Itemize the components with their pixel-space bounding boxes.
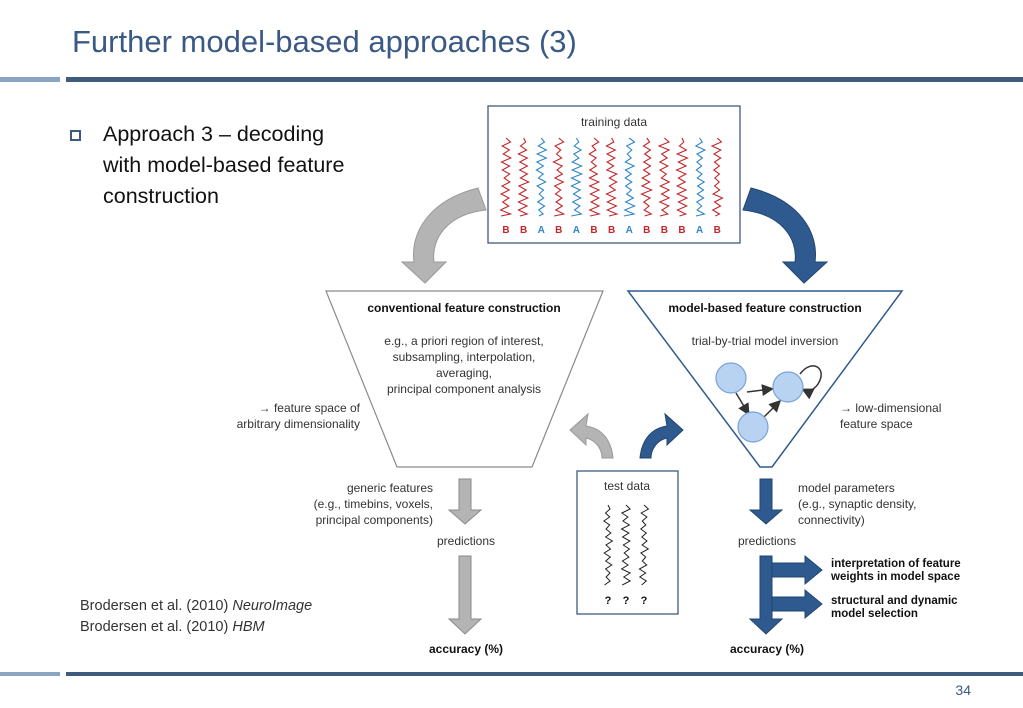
- training-trial-label: B: [643, 225, 650, 236]
- conventional-body-1: e.g., a priori region of interest,: [384, 334, 543, 348]
- model-based-accuracy-label: accuracy (%): [730, 642, 804, 656]
- interpretation-arrow: [771, 554, 823, 586]
- training-waveform: [657, 137, 671, 217]
- training-trial-label: A: [538, 225, 545, 236]
- training-waveform: [517, 137, 531, 217]
- training-trial-label: B: [590, 225, 597, 236]
- test-waveforms: [603, 504, 650, 586]
- training-trial-label: B: [502, 225, 509, 236]
- conventional-side-2: arbitrary dimensionality: [237, 417, 360, 431]
- training-waveforms: [499, 137, 724, 217]
- conventional-body-4: principal component analysis: [387, 382, 541, 396]
- interpretation-line-1: interpretation of feature: [831, 558, 961, 570]
- conventional-output-3: principal components): [316, 513, 433, 527]
- model-node-2: [772, 371, 804, 403]
- training-trial-label: B: [555, 225, 562, 236]
- page-number: 34: [955, 682, 971, 698]
- model-based-output-1: model parameters: [798, 481, 895, 495]
- training-trial-label: B: [608, 225, 615, 236]
- model-based-output-3: connectivity): [798, 513, 865, 527]
- model-self-loop: [799, 365, 822, 400]
- conventional-accuracy-label: accuracy (%): [429, 642, 503, 656]
- training-trial-label: B: [661, 225, 668, 236]
- conventional-down-arrow-1: [447, 478, 483, 525]
- model-edge-2: [735, 392, 750, 416]
- header-rule: [66, 77, 1023, 82]
- test-waveform: [620, 504, 632, 586]
- model-based-side-2: feature space: [840, 417, 913, 431]
- conventional-output-2: (e.g., timebins, voxels,: [314, 497, 433, 511]
- bullet-text: Approach 3 – decoding with model-based f…: [103, 119, 344, 212]
- training-waveform: [623, 137, 637, 217]
- model-node-3: [737, 411, 769, 443]
- training-waveform: [499, 137, 513, 217]
- footer-rule: [66, 672, 1023, 676]
- conventional-side-1: → feature space of: [259, 401, 361, 415]
- model-node-1: [715, 362, 747, 394]
- conventional-output-1: generic features: [347, 481, 433, 495]
- model-based-title: model-based feature construction: [668, 301, 861, 315]
- test-label-2: ?: [623, 595, 630, 607]
- test-label-1: ?: [605, 595, 612, 607]
- bullet-line-3: construction: [103, 184, 219, 208]
- training-waveform: [569, 137, 584, 217]
- training-waveform: [675, 137, 689, 217]
- model-based-feature-funnel: [626, 290, 904, 468]
- conventional-title: conventional feature construction: [367, 301, 560, 315]
- model-based-body: trial-by-trial model inversion: [692, 334, 839, 348]
- test-label-3: ?: [641, 595, 648, 607]
- training-waveform: [710, 137, 724, 217]
- training-data-box: [487, 105, 741, 244]
- test-data-label: test data: [604, 479, 650, 493]
- test-waveform: [638, 504, 650, 586]
- conventional-feature-funnel: [325, 290, 604, 468]
- training-waveform: [588, 137, 602, 217]
- training-trial-label: B: [714, 225, 721, 236]
- training-waveform: [694, 137, 707, 217]
- training-trial-label: A: [573, 225, 580, 236]
- model-based-side-1: → low-dimensional: [840, 401, 941, 415]
- selection-line-2: model selection: [831, 608, 918, 620]
- conventional-predictions-label: predictions: [437, 534, 495, 548]
- bullet-line-2: with model-based feature: [103, 153, 345, 177]
- interpretation-line-2: weights in model space: [830, 571, 960, 583]
- training-trial-label: A: [696, 225, 703, 236]
- to-model-based-arrow: [742, 187, 829, 284]
- conventional-body-3: averaging,: [436, 366, 492, 380]
- model-based-predictions-label: predictions: [738, 534, 796, 548]
- model-edge-3: [762, 399, 782, 419]
- conventional-down-arrow-2: [447, 555, 483, 635]
- bullet-square-icon: [70, 130, 81, 141]
- training-waveform: [605, 137, 619, 217]
- test-to-conventional-arrow: [569, 412, 614, 459]
- selection-line-1: structural and dynamic: [831, 595, 958, 607]
- test-to-model-based-arrow: [639, 412, 684, 459]
- training-trial-label: B: [520, 225, 527, 236]
- conventional-body-2: subsampling, interpolation,: [393, 350, 536, 364]
- training-trial-label: B: [678, 225, 685, 236]
- slide-title: Further model-based approaches (3): [72, 24, 577, 59]
- training-waveform: [640, 137, 654, 217]
- training-waveform: [535, 137, 548, 217]
- training-data-label: training data: [581, 115, 647, 129]
- bullet-line-1: Approach 3 – decoding: [103, 122, 325, 146]
- reference-2: Brodersen et al. (2010) HBM: [80, 619, 265, 635]
- reference-1: Brodersen et al. (2010) NeuroImage: [80, 598, 313, 614]
- model-edge-1: [746, 384, 774, 397]
- header-rule-accent: [0, 77, 60, 82]
- to-conventional-arrow: [400, 187, 487, 284]
- model-based-down-arrow-1: [748, 478, 784, 525]
- test-waveform: [603, 504, 614, 586]
- training-trial-label: A: [626, 225, 633, 236]
- footer-rule-accent: [0, 672, 60, 676]
- training-waveform: [552, 137, 566, 217]
- model-selection-arrow: [771, 588, 823, 620]
- model-based-output-2: (e.g., synaptic density,: [798, 497, 917, 511]
